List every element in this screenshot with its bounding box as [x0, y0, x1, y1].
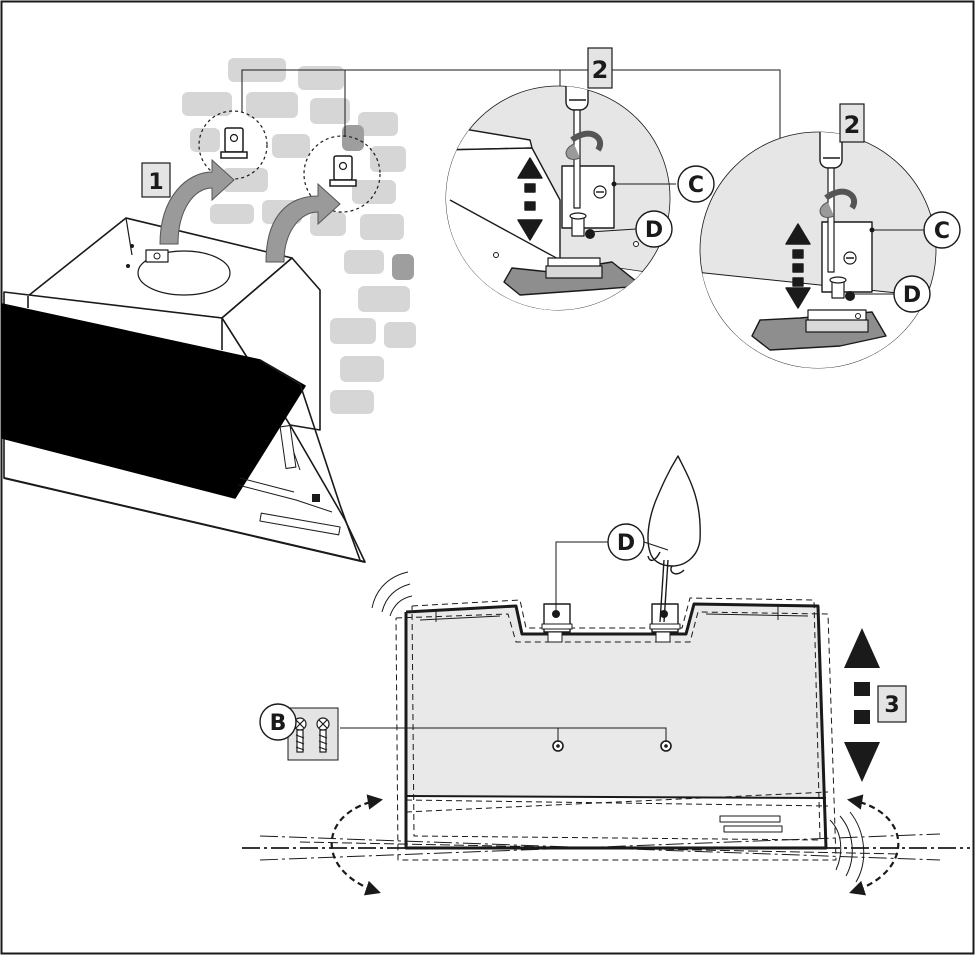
detail-view-right [699, 131, 937, 369]
callout-d-left: D [635, 210, 673, 248]
step-2-badge-left: 2 [587, 47, 613, 89]
cooker-hood [1, 217, 366, 563]
callout-c-right: C [923, 211, 961, 249]
callout-c-left-label: C [688, 173, 704, 198]
step-3-label: 3 [884, 693, 899, 718]
step-2-badge-right: 2 [839, 103, 865, 143]
callout-d-right-label: D [903, 283, 921, 308]
callout-b: B [259, 703, 667, 761]
wall-bracket-right [303, 135, 381, 213]
wall-bracket-left [198, 110, 268, 180]
callout-d-right: D [893, 275, 931, 313]
callout-d-bottom-label: D [617, 531, 635, 556]
screw-icon [293, 717, 330, 753]
callout-c-right-label: C [934, 219, 950, 244]
hood-front-view [395, 597, 837, 861]
brick-wall [182, 58, 416, 414]
callout-d-left-label: D [645, 218, 663, 243]
step-1-badge: 1 [141, 162, 171, 198]
detail-view-left [445, 85, 676, 311]
step-2-label-left: 2 [592, 56, 609, 84]
callout-d-bottom: D [555, 523, 669, 612]
up-down-arrow-icon [844, 628, 880, 782]
step-1-label: 1 [148, 170, 163, 195]
callout-b-label: B [270, 711, 287, 736]
step-2-label-right: 2 [844, 111, 861, 139]
curved-arrow-icon [159, 158, 341, 263]
step-3-badge: 3 [877, 685, 907, 723]
level-reference-lines [242, 833, 970, 861]
hand-icon [647, 455, 701, 623]
callout-c-left: C [677, 165, 715, 203]
